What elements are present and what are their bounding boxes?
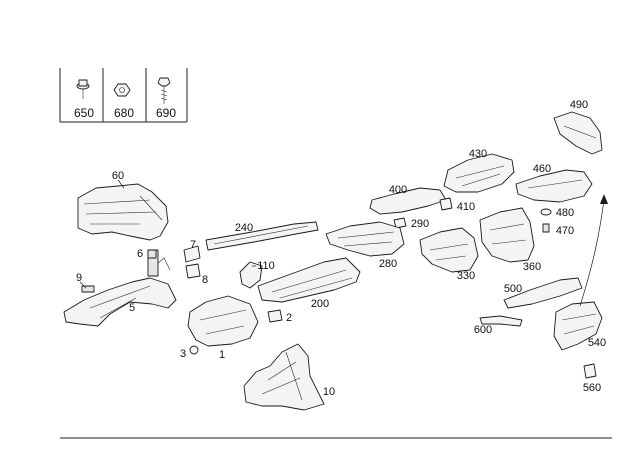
bolt-flange-icon — [76, 79, 90, 99]
callout-2[interactable]: 2 — [286, 312, 292, 324]
callout-8[interactable]: 8 — [202, 274, 208, 286]
callout-490[interactable]: 490 — [570, 99, 588, 111]
direction-arrow — [579, 194, 608, 307]
callout-470[interactable]: 470 — [556, 225, 574, 237]
callout-500[interactable]: 500 — [504, 283, 522, 295]
part-9[interactable] — [79, 281, 95, 293]
part-8[interactable] — [185, 263, 201, 279]
part-110[interactable] — [239, 261, 263, 289]
part-60[interactable] — [77, 179, 169, 241]
part-500[interactable] — [503, 277, 583, 309]
callout-3[interactable]: 3 — [180, 348, 186, 360]
part-400[interactable] — [369, 187, 447, 215]
callout-1[interactable]: 1 — [219, 349, 225, 361]
callout-200[interactable]: 200 — [311, 298, 329, 310]
callout-10[interactable]: 10 — [323, 386, 335, 398]
part-5[interactable] — [63, 249, 177, 327]
hardware-label-650: 650 — [74, 106, 94, 120]
part-7[interactable] — [183, 245, 201, 263]
part-540[interactable] — [553, 301, 603, 351]
hardware-label-690: 690 — [156, 106, 176, 120]
callout-9[interactable]: 9 — [76, 272, 82, 284]
hardware-table: 650 680 690 — [59, 68, 188, 123]
part-200[interactable] — [257, 257, 361, 303]
callout-430[interactable]: 430 — [469, 148, 487, 160]
part-6[interactable] — [147, 249, 157, 259]
callout-290[interactable]: 290 — [411, 218, 429, 230]
callout-7[interactable]: 7 — [190, 239, 196, 251]
part-410[interactable] — [439, 197, 453, 211]
part-1[interactable] — [187, 295, 259, 347]
callout-5[interactable]: 5 — [129, 302, 135, 314]
nut-icon — [113, 83, 131, 97]
callout-labels: 60 6 7 8 9 5 240 110 200 2 1 3 10 400 43… — [76, 99, 606, 398]
callout-280[interactable]: 280 — [379, 258, 397, 270]
callout-360[interactable]: 360 — [523, 261, 541, 273]
part-10[interactable] — [243, 343, 325, 411]
callout-240[interactable]: 240 — [235, 222, 253, 234]
callout-410[interactable]: 410 — [457, 201, 475, 213]
hardware-label-680: 680 — [114, 106, 134, 120]
part-330[interactable] — [419, 227, 479, 273]
callout-110[interactable]: 110 — [257, 260, 275, 272]
part-470[interactable] — [542, 223, 550, 233]
part-360[interactable] — [479, 207, 535, 263]
part-560[interactable] — [583, 363, 597, 379]
callout-560[interactable]: 560 — [583, 382, 601, 394]
callout-480[interactable]: 480 — [556, 207, 574, 219]
part-600[interactable] — [479, 315, 523, 327]
part-430[interactable] — [443, 153, 515, 193]
part-2[interactable] — [267, 309, 283, 323]
part-290[interactable] — [393, 217, 407, 229]
callout-400[interactable]: 400 — [389, 184, 407, 196]
callout-6[interactable]: 6 — [137, 248, 143, 260]
callout-330[interactable]: 330 — [457, 270, 475, 282]
part-480[interactable] — [540, 208, 552, 216]
callout-600[interactable]: 600 — [474, 324, 492, 336]
screw-icon — [157, 77, 171, 104]
part-490[interactable] — [553, 111, 603, 155]
part-460[interactable] — [515, 169, 593, 203]
callout-460[interactable]: 460 — [533, 163, 551, 175]
part-3[interactable] — [189, 345, 199, 355]
part-240[interactable] — [205, 221, 319, 251]
part-280[interactable] — [325, 221, 405, 257]
callout-540[interactable]: 540 — [588, 337, 606, 349]
callout-60[interactable]: 60 — [112, 170, 124, 182]
